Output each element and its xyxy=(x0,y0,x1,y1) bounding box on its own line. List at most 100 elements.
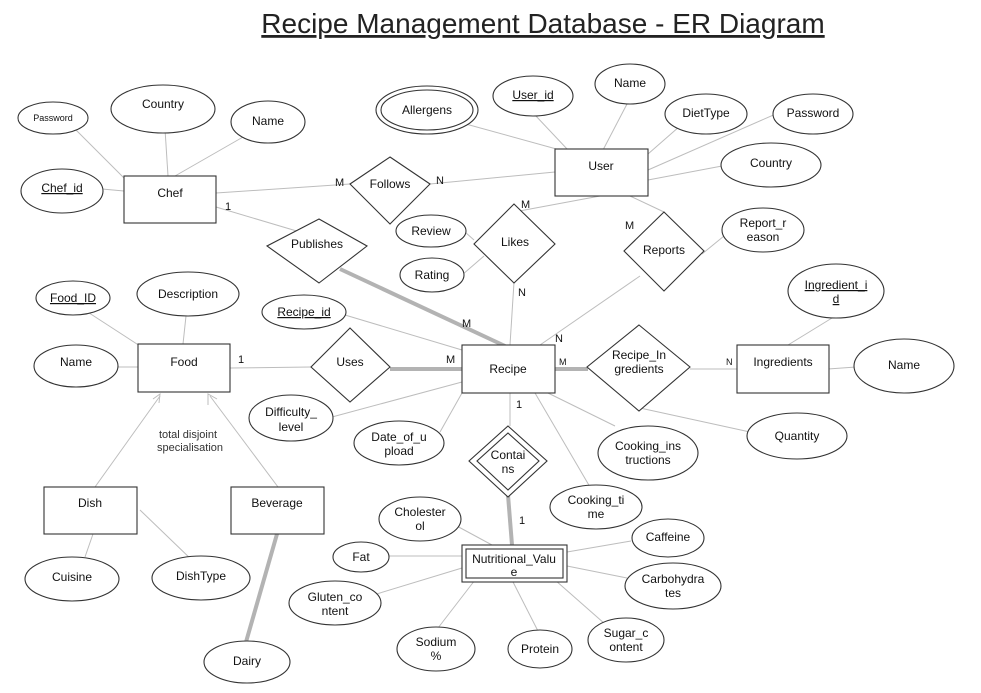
attr-recipe-id[interactable]: Recipe_id xyxy=(261,294,347,330)
entity-user[interactable]: User xyxy=(554,148,649,197)
relationship-uses[interactable]: Uses xyxy=(310,327,391,403)
attr-cholesterol[interactable]: Cholester ol xyxy=(378,496,462,542)
entity-nutritional-value-label-1: Nutritional_Valu xyxy=(472,552,556,566)
svg-text:Carbohydra: Carbohydra xyxy=(642,572,705,586)
attr-carbohydrates[interactable]: Carbohydra tes xyxy=(624,562,722,610)
relationship-reports[interactable]: Reports xyxy=(623,211,705,292)
connectors xyxy=(71,103,857,643)
attr-quantity[interactable]: Quantity xyxy=(746,412,848,460)
attr-fat[interactable]: Fat xyxy=(332,541,390,573)
card-ingredients-ri: N xyxy=(726,357,733,367)
attr-chef-password[interactable]: Password xyxy=(17,101,89,135)
svg-text:Cooking_ti: Cooking_ti xyxy=(568,493,625,507)
attr-user-password[interactable]: Password xyxy=(772,93,854,135)
svg-text:level: level xyxy=(279,420,304,434)
svg-text:ontent: ontent xyxy=(609,640,643,654)
entity-nutritional-value[interactable]: Nutritional_Valu e xyxy=(461,544,568,583)
relationship-likes[interactable]: Likes xyxy=(473,203,556,284)
svg-text:Sugar_c: Sugar_c xyxy=(604,626,649,640)
svg-text:Protein: Protein xyxy=(521,642,559,656)
attr-ingredient-id[interactable]: Ingredient_i d xyxy=(787,263,885,319)
attr-difficulty-level[interactable]: Difficulty_ level xyxy=(248,394,334,442)
attr-cooking-instructions[interactable]: Cooking_ins tructions xyxy=(597,425,699,481)
attr-report-reason[interactable]: Report_r eason xyxy=(721,207,805,253)
svg-text:Gluten_co: Gluten_co xyxy=(308,590,363,604)
attr-date-of-upload[interactable]: Date_of_u pload xyxy=(353,420,445,466)
specialisation-note: total disjoint specialisation xyxy=(157,429,223,454)
relationship-publishes[interactable]: Publishes xyxy=(265,218,368,284)
relationship-recipe-ingredients-label-1: Recipe_In xyxy=(612,348,666,362)
card-chef-publishes: 1 xyxy=(225,201,231,213)
card-nv-contains: 1 xyxy=(519,515,525,527)
svg-text:ol: ol xyxy=(415,519,424,533)
svg-text:Password: Password xyxy=(33,113,73,123)
svg-text:User_id: User_id xyxy=(512,88,553,102)
attr-sodium[interactable]: Sodium % xyxy=(396,626,476,672)
svg-text:specialisation: specialisation xyxy=(157,442,223,454)
cardinalities: M N 1 M M N M N 1 M M N 1 1 xyxy=(225,175,733,527)
svg-text:Difficulty_: Difficulty_ xyxy=(265,405,317,419)
card-recipe-ri: M xyxy=(559,357,567,367)
attr-user-name[interactable]: Name xyxy=(594,63,666,105)
attr-user-id[interactable]: User_id xyxy=(492,75,574,117)
svg-text:Country: Country xyxy=(750,156,792,170)
svg-text:me: me xyxy=(588,507,605,521)
relationships: Follows Publishes Likes Reports Uses Rec… xyxy=(265,156,705,498)
relationship-reports-label: Reports xyxy=(643,243,685,257)
attr-allergens[interactable]: Allergens xyxy=(375,85,479,135)
attr-chef-country[interactable]: Country xyxy=(110,84,216,134)
attr-rating[interactable]: Rating xyxy=(399,257,465,293)
card-user-reports: M xyxy=(625,220,634,232)
svg-text:Cuisine: Cuisine xyxy=(52,570,92,584)
attr-chef-id[interactable]: Chef_id xyxy=(20,168,104,214)
attr-food-id[interactable]: Food_ID xyxy=(35,280,111,316)
relationship-recipe-ingredients-label-2: gredients xyxy=(614,362,663,376)
svg-text:Recipe_id: Recipe_id xyxy=(277,305,330,319)
entity-dish[interactable]: Dish xyxy=(43,486,138,535)
entity-recipe-label: Recipe xyxy=(489,362,527,376)
entity-beverage[interactable]: Beverage xyxy=(230,486,325,535)
relationship-follows[interactable]: Follows xyxy=(349,156,431,225)
relationship-contains-label-2: ns xyxy=(502,462,515,476)
attr-dish-type[interactable]: DishType xyxy=(151,555,251,601)
relationship-contains-label-1: Contai xyxy=(491,448,526,462)
attr-user-country[interactable]: Country xyxy=(720,142,822,188)
entity-chef[interactable]: Chef xyxy=(123,175,217,224)
attr-description[interactable]: Description xyxy=(136,271,240,317)
attr-protein[interactable]: Protein xyxy=(507,629,573,669)
attr-gluten-content[interactable]: Gluten_co ntent xyxy=(288,580,382,626)
relationship-contains[interactable]: Contai ns xyxy=(468,425,548,498)
attr-ingredient-name[interactable]: Name xyxy=(853,338,955,394)
attr-food-name[interactable]: Name xyxy=(33,344,119,388)
entities: Chef User Food Recipe Ingredients Dish B… xyxy=(43,148,830,583)
attr-cooking-time[interactable]: Cooking_ti me xyxy=(549,484,643,530)
svg-text:Description: Description xyxy=(158,287,218,301)
svg-text:Name: Name xyxy=(252,114,284,128)
svg-text:Password: Password xyxy=(787,106,840,120)
attr-sugar-content[interactable]: Sugar_c ontent xyxy=(587,617,665,663)
card-recipe-reports: N xyxy=(555,333,563,345)
svg-text:Country: Country xyxy=(142,97,184,111)
attr-diet-type[interactable]: DietType xyxy=(664,93,748,135)
svg-text:Ingredient_i: Ingredient_i xyxy=(805,278,868,292)
card-recipe-uses: M xyxy=(446,354,455,366)
svg-text:Rating: Rating xyxy=(415,268,450,282)
svg-text:%: % xyxy=(431,649,442,663)
attr-review[interactable]: Review xyxy=(395,214,467,248)
entity-ingredients[interactable]: Ingredients xyxy=(736,344,830,394)
card-food-uses: 1 xyxy=(238,354,244,366)
entity-recipe[interactable]: Recipe xyxy=(461,344,556,394)
svg-text:Name: Name xyxy=(614,76,646,90)
diagram-title: Recipe Management Database - ER Diagram xyxy=(261,8,824,39)
relationship-likes-label: Likes xyxy=(501,235,529,249)
attr-dairy[interactable]: Dairy xyxy=(203,640,291,684)
attr-cuisine[interactable]: Cuisine xyxy=(24,556,120,602)
relationship-recipe-ingredients[interactable]: Recipe_In gredients xyxy=(586,324,691,412)
svg-text:Name: Name xyxy=(888,358,920,372)
attr-caffeine[interactable]: Caffeine xyxy=(631,518,705,558)
svg-text:Chef_id: Chef_id xyxy=(41,181,82,195)
attr-chef-name[interactable]: Name xyxy=(230,100,306,144)
card-recipe-likes: N xyxy=(518,287,526,299)
entity-ingredients-label: Ingredients xyxy=(753,355,812,369)
entity-food[interactable]: Food xyxy=(137,343,231,393)
